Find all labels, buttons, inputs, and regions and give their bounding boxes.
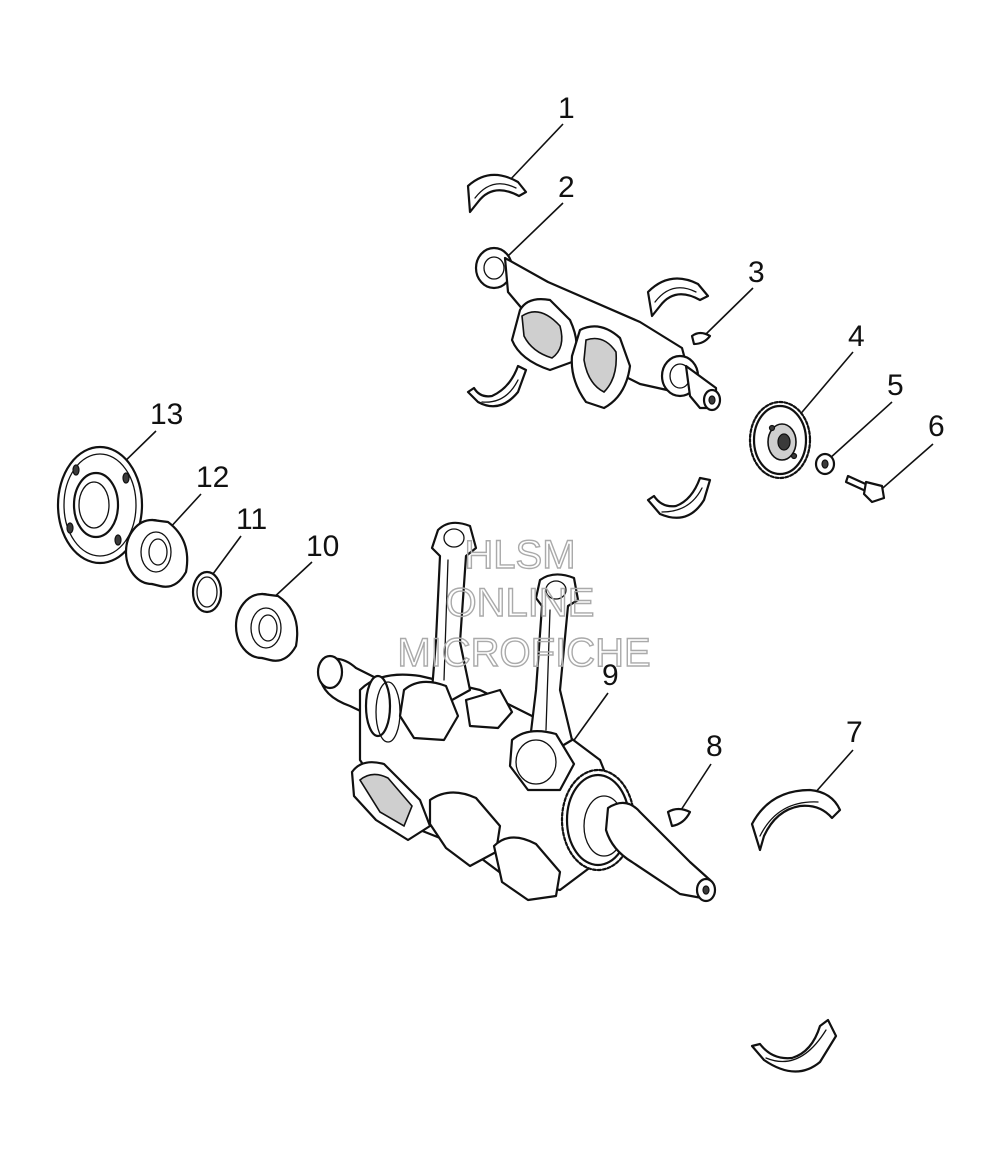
callout-13: 13 xyxy=(150,398,183,431)
part-10-bearing xyxy=(234,592,299,662)
callout-labels: 1 2 3 4 5 6 7 8 9 10 11 12 13 xyxy=(150,92,945,763)
callout-2: 2 xyxy=(558,171,575,204)
callout-3: 3 xyxy=(748,256,765,289)
callout-7: 7 xyxy=(846,716,863,749)
callout-12: 12 xyxy=(196,461,229,494)
part-12-bearing xyxy=(124,518,189,588)
callout-4: 4 xyxy=(848,320,865,353)
part-1-bearing-shell xyxy=(466,173,528,214)
part-3-key xyxy=(690,331,712,346)
leader-lines xyxy=(115,123,934,811)
part-9-crankshaft-assembly xyxy=(316,521,717,903)
watermark: HLSM ONLINE MICROFICHE xyxy=(397,532,652,675)
part-2-balance-shaft xyxy=(474,246,722,412)
callout-11: 11 xyxy=(236,503,267,536)
watermark-line-3: MICROFICHE xyxy=(397,631,650,675)
callout-8: 8 xyxy=(706,730,723,763)
part-13-oil-seal xyxy=(56,445,144,565)
lower-bearing-shell xyxy=(750,1018,838,1073)
part-7-main-bearing-shell xyxy=(750,788,842,852)
part-6-bolt xyxy=(844,474,886,504)
callout-5: 5 xyxy=(887,369,904,402)
watermark-line-1: HLSM xyxy=(464,533,575,577)
balance-shaft-bearing-shells xyxy=(466,277,712,519)
callout-9: 9 xyxy=(602,659,619,692)
part-5-washer xyxy=(814,452,836,476)
callout-1: 1 xyxy=(558,92,575,125)
callout-10: 10 xyxy=(306,530,339,563)
part-4-gear xyxy=(748,400,812,480)
part-11-o-ring xyxy=(191,570,223,614)
watermark-line-2: ONLINE xyxy=(446,581,595,625)
callout-6: 6 xyxy=(928,410,945,443)
part-8-key xyxy=(666,807,692,828)
